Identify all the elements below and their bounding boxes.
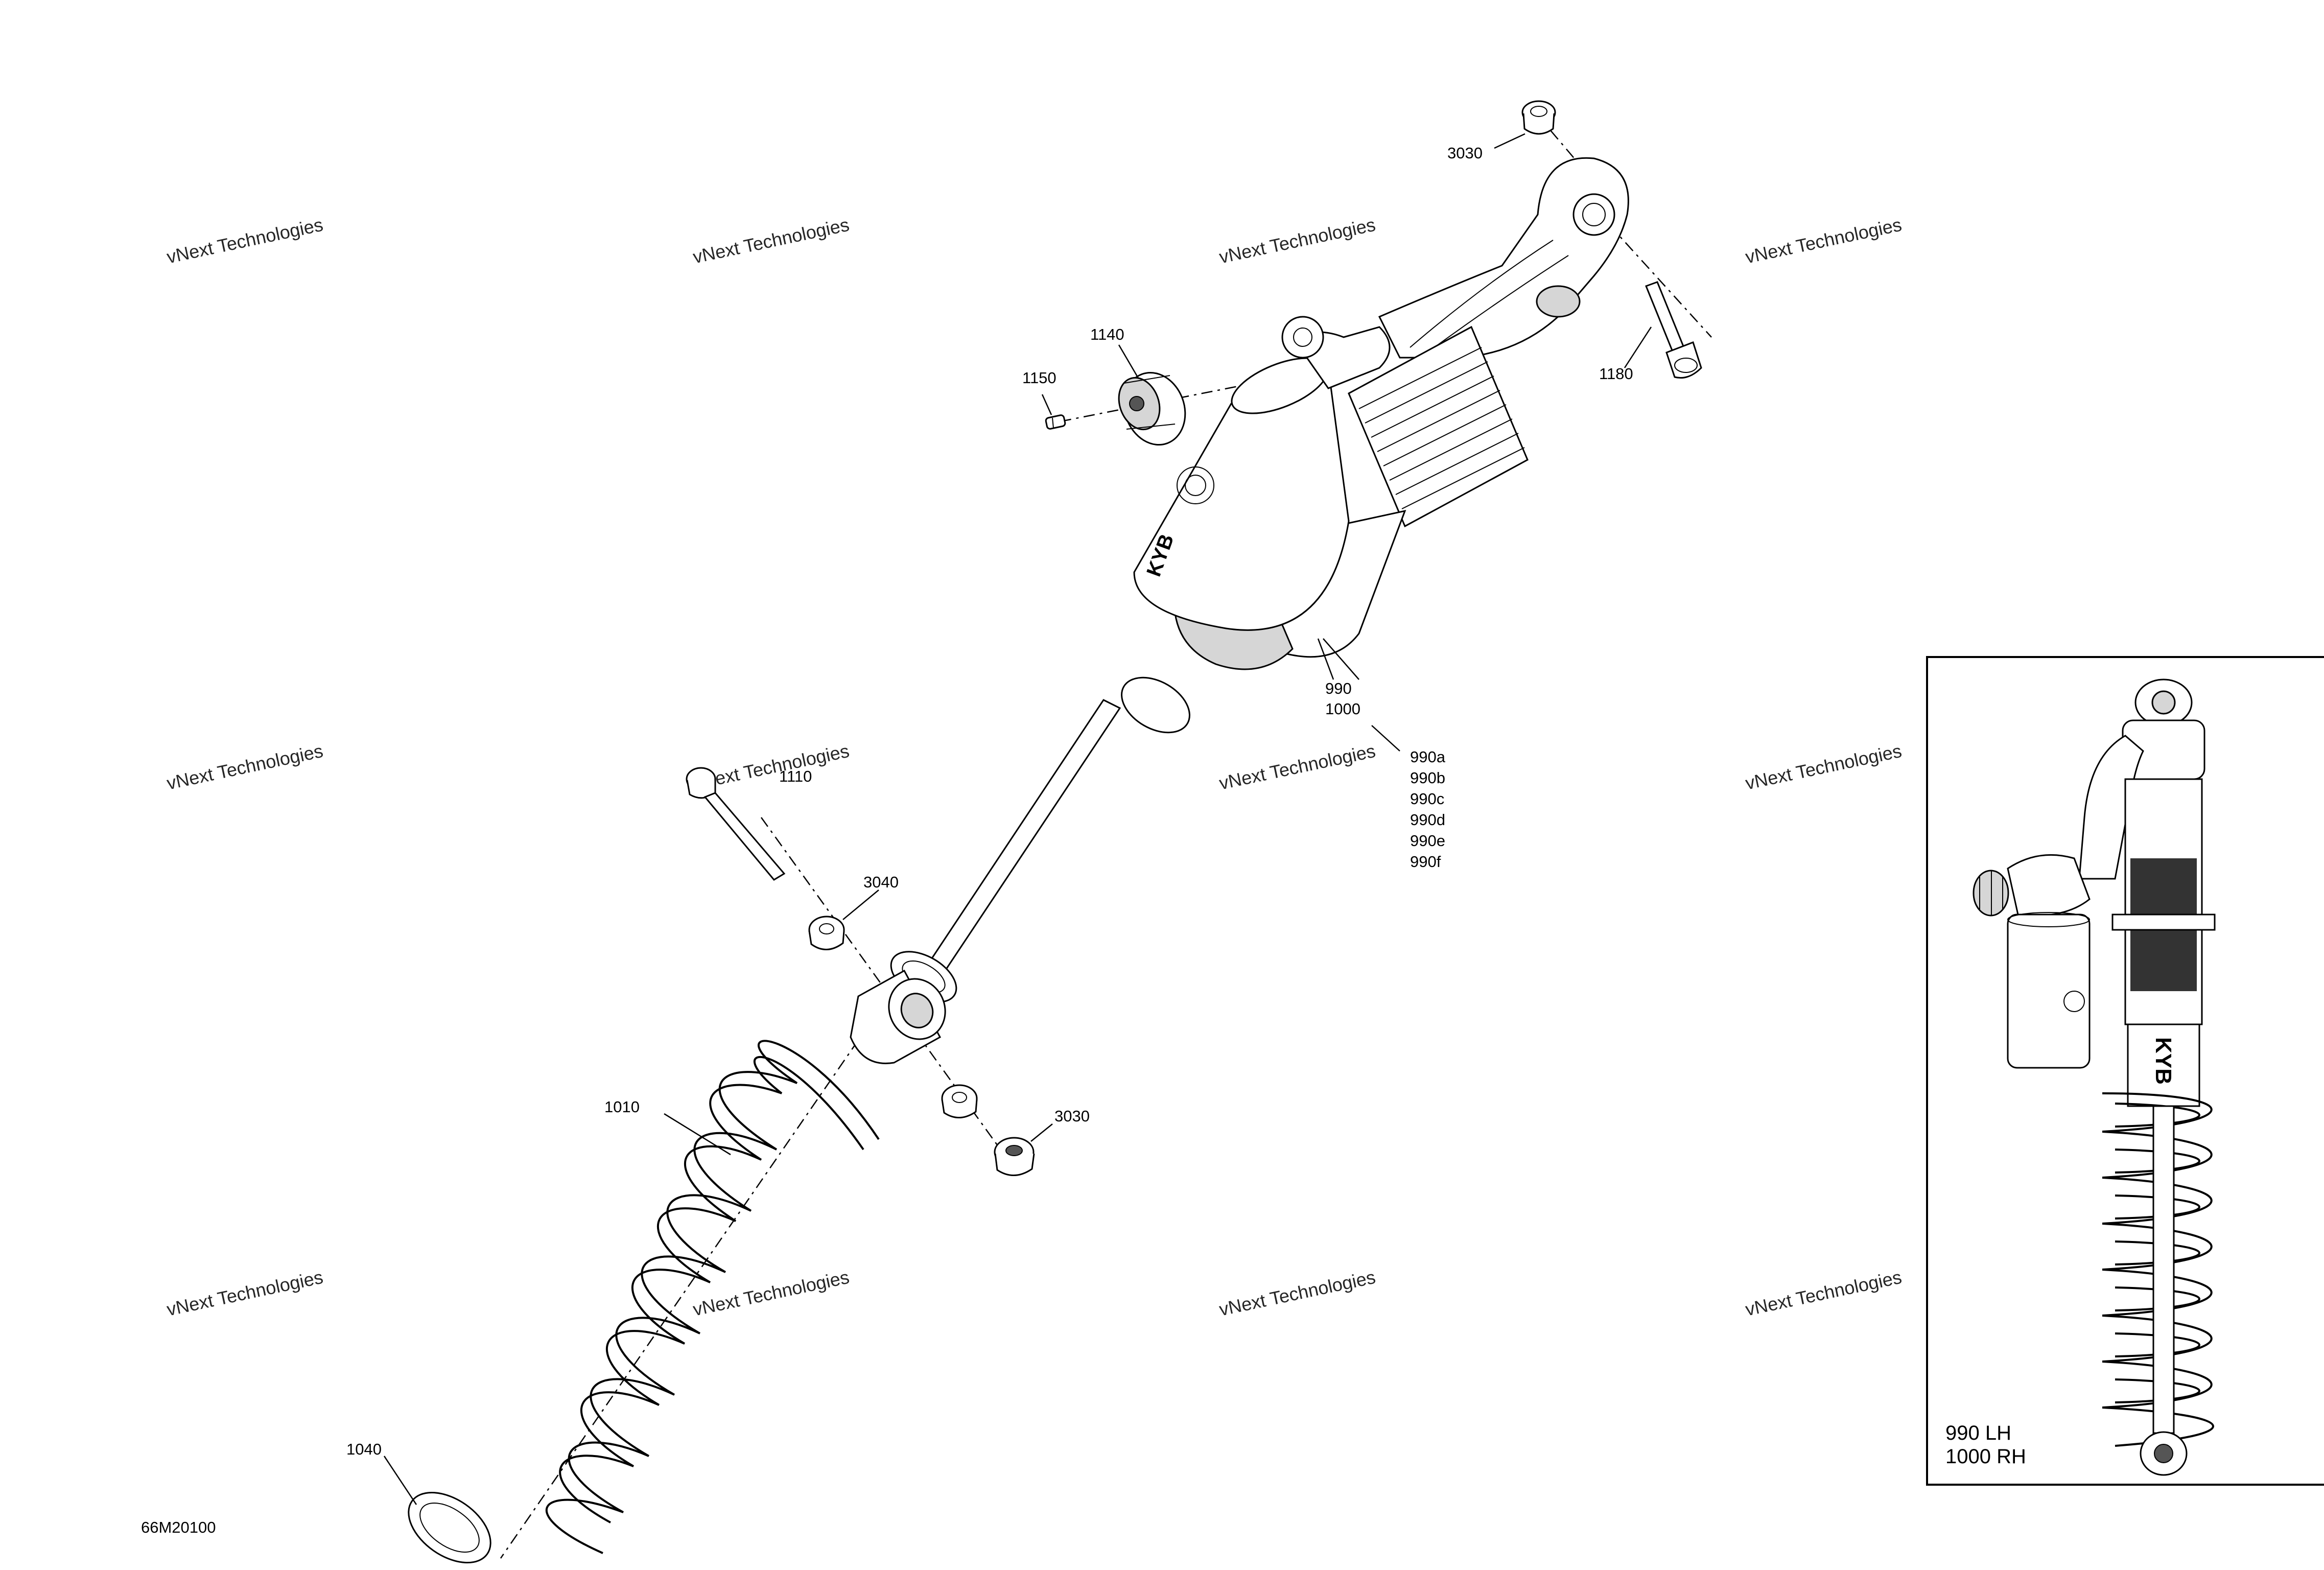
inset-brand-text: KYB (2151, 1037, 2176, 1085)
bolt-1110 (686, 767, 786, 881)
flange-nut-3030-top (1521, 100, 1556, 135)
screw-1150 (1045, 414, 1066, 430)
callout-1140: 1140 (1090, 325, 1124, 343)
callout-990b: 990b (1410, 769, 1445, 787)
bolt-1180 (1645, 281, 1702, 379)
inset-assembled-view: KYB 990 LH 1000 RH (1926, 656, 2324, 1486)
spacer-3040 (808, 916, 845, 950)
callout-3040: 3040 (863, 873, 899, 891)
callout-1180: 1180 (1599, 365, 1633, 383)
callout-1110: 1110 (779, 767, 812, 785)
coil-spring-1010 (546, 1040, 880, 1554)
adjuster-knob-1140 (1118, 371, 1186, 446)
watermark: vNext Technologies (165, 1267, 325, 1320)
callout-3030-bottom: 3030 (1054, 1107, 1090, 1125)
callout-990: 990 (1325, 679, 1352, 697)
retaining-ring-1040 (408, 1491, 491, 1564)
inset-label-rh: 1000 RH (1945, 1445, 2026, 1468)
callout-990d: 990d (1410, 811, 1445, 829)
callout-1040: 1040 (346, 1440, 382, 1458)
inset-label-lh: 990 LH (1945, 1422, 2011, 1444)
watermark: vNext Technologies (1744, 1267, 1904, 1320)
callout-3030-top: 3030 (1447, 144, 1483, 162)
callout-990f: 990f (1410, 853, 1441, 871)
callout-990e: 990e (1410, 832, 1445, 850)
shock-absorber-990-1000: KYB (1133, 157, 1629, 670)
watermark: vNext Technologies (691, 214, 851, 268)
callout-1010: 1010 (604, 1098, 640, 1116)
watermark: vNext Technologies (1744, 214, 1904, 268)
callout-990c: 990c (1410, 790, 1444, 808)
spacer-lower (941, 1084, 978, 1118)
watermark: vNext Technologies (165, 740, 325, 794)
flange-nut-3030-bottom (994, 1137, 1035, 1176)
watermark: vNext Technologies (691, 1267, 851, 1320)
callout-1000: 1000 (1325, 700, 1360, 718)
watermark: vNext Technologies (1744, 740, 1904, 794)
diagram-code: 66M20100 (141, 1518, 216, 1536)
shock-shaft (850, 676, 1190, 1064)
watermark: vNext Technologies (165, 214, 325, 268)
watermark: vNext Technologies (1217, 740, 1377, 794)
callouts: 3030 1180 1140 1150 990 1000 990a 990b 9… (141, 144, 1633, 1536)
watermark: vNext Technologies (1217, 1267, 1377, 1320)
callout-990a: 990a (1410, 748, 1446, 766)
thread-lines (1358, 347, 1525, 509)
watermark: vNext Technologies (1217, 214, 1377, 268)
leader-lines (383, 133, 1652, 1505)
callout-1150: 1150 (1022, 369, 1057, 387)
